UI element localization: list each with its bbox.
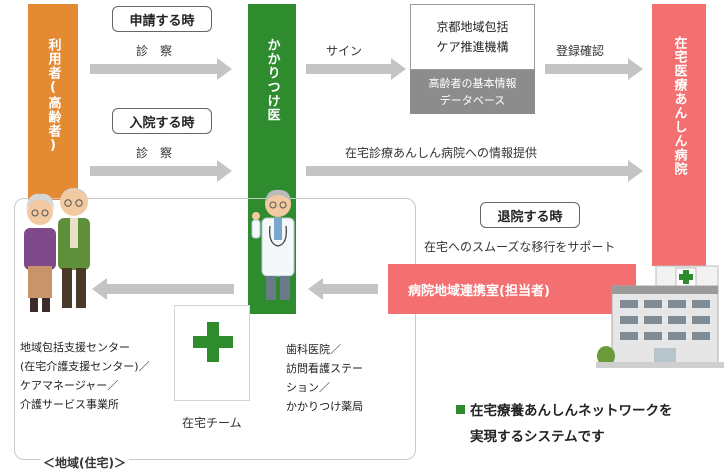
dental-nursing-list: 歯科医院／ 訪問看護ステー ション／ かかりつけ薬局 [286, 340, 363, 416]
database-line1: 高齢者の基本情報 [428, 77, 517, 90]
sign-label: サイン [326, 44, 363, 58]
kyoto-organization-box: 京都地域包括 ケア推進機構 [410, 4, 535, 70]
home-team-label: 在宅チーム [182, 416, 242, 430]
doctor-illustration [251, 189, 295, 300]
summary-line1: 在宅療養あんしんネットワークを [470, 403, 673, 419]
hospital-column-label: 在宅医療あんしん病院 [671, 36, 687, 176]
green-cross-icon [193, 322, 233, 362]
region-title: ＜地域(住宅)＞ [40, 454, 129, 471]
hospital-column: 在宅医療あんしん病院 [652, 4, 706, 266]
dental-nursing-line: 訪問看護ステー [286, 362, 363, 375]
register-label: 登録確認 [556, 44, 605, 58]
exam-label-2: 診 察 [136, 146, 173, 160]
register-arrow [545, 58, 643, 80]
apply-event-label: 申請する時 [129, 13, 195, 29]
liaison-office-label: 病院地域連携室(担当者) [408, 283, 550, 299]
region-frame [14, 198, 416, 460]
green-square-icon [456, 405, 465, 414]
apply-event-badge: 申請する時 [112, 6, 212, 32]
support-center-line: (在宅介護支援センター)／ [20, 360, 150, 373]
home-team-box [174, 305, 250, 401]
smooth-transition-label: 在宅へのスムーズな移行をサポート [424, 240, 616, 254]
support-center-line: 地域包括支援センター [20, 341, 130, 354]
summary-line2: 実現するシステムです [470, 429, 605, 445]
doctor-column-label: かかりつけ医 [264, 38, 280, 122]
info-provision-label: 在宅診療あんしん病院への情報提供 [345, 146, 538, 160]
discharge-event-label: 退院する時 [497, 209, 563, 225]
liaison-office-bar: 病院地域連携室(担当者) [388, 264, 636, 314]
dental-nursing-line: かかりつけ薬局 [286, 400, 364, 413]
exam-arrow-2 [90, 160, 232, 182]
admit-event-label: 入院する時 [129, 115, 195, 131]
return-arrow-doctor [92, 278, 234, 300]
exam-arrow-1 [90, 58, 232, 80]
sign-arrow [306, 58, 406, 80]
kyoto-name-line1: 京都地域包括 [436, 20, 509, 34]
info-provision-arrow [306, 160, 643, 182]
support-center-list: 地域包括支援センター (在宅介護支援センター)／ ケアマネージャー／ 介護サービ… [20, 338, 150, 414]
user-column-label: 利用者(高齢者) [45, 38, 61, 154]
user-column: 利用者(高齢者) [28, 4, 78, 200]
support-center-line: ケアマネージャー／ [20, 379, 119, 392]
elderly-couple-illustration [24, 188, 90, 312]
dental-nursing-line: 歯科医院／ [286, 343, 341, 356]
admit-event-badge: 入院する時 [112, 108, 212, 134]
exam-label-1: 診 察 [136, 44, 173, 58]
support-center-line: 介護サービス事業所 [20, 398, 119, 411]
database-box: 高齢者の基本情報 データベース [410, 70, 535, 114]
system-summary: 在宅療養あんしんネットワークを 実現するシステムです [456, 398, 673, 450]
discharge-event-badge: 退院する時 [480, 202, 580, 228]
return-arrow-hospital [308, 278, 378, 300]
kyoto-name-line2: ケア推進機構 [436, 40, 509, 54]
hospital-building-illustration [596, 265, 724, 368]
database-line2: データベース [439, 94, 506, 107]
dental-nursing-line: ション／ [286, 381, 330, 394]
